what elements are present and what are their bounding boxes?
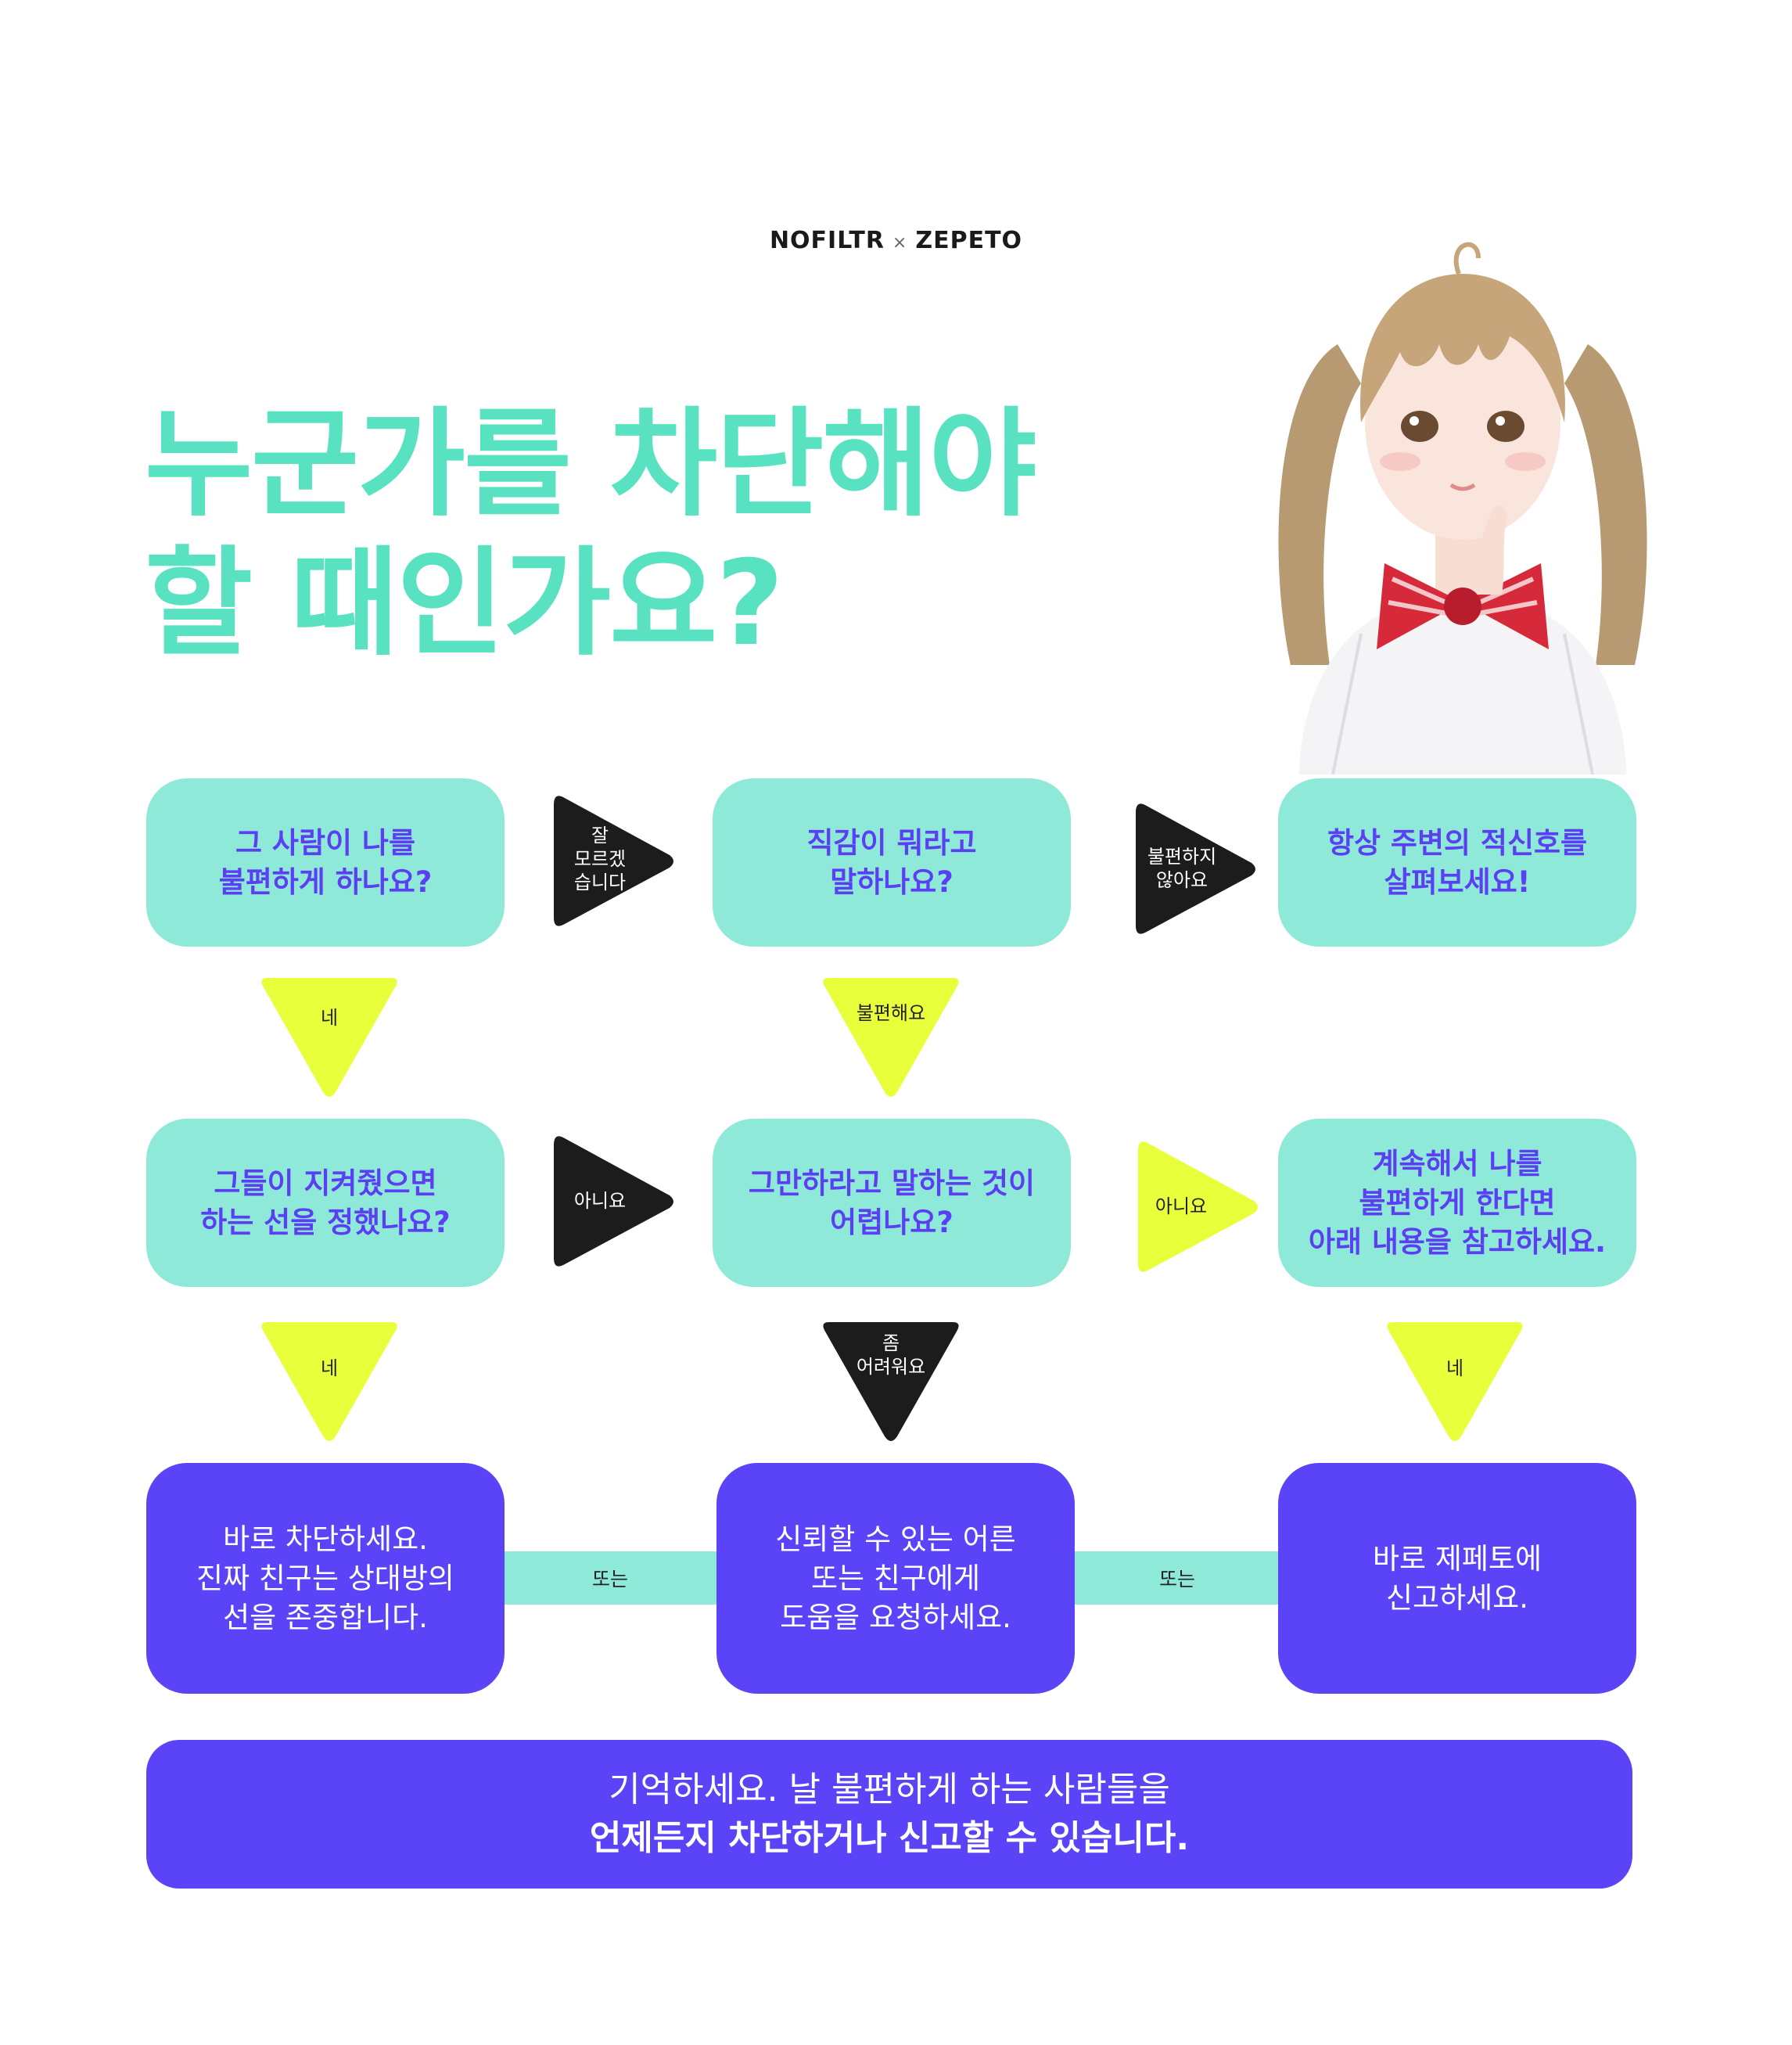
arrow-yes-3: 네 <box>1387 1322 1523 1443</box>
nofiltr-logo: NOFILTR <box>769 227 885 254</box>
arrow-bit-hard: 좀 어려워요 <box>823 1322 959 1443</box>
arrow-label-not-sure: 잘 모르겠 습니다 <box>573 825 627 893</box>
reminder-banner: 기억하세요. 날 불편하게 하는 사람들을 언제든지 차단하거나 신고할 수 있… <box>146 1740 1632 1889</box>
answer-block-now: 바로 차단하세요. 진짜 친구는 상대방의 선을 존중합니다. <box>146 1463 505 1694</box>
question-hard-to-say-stop: 그만하라고 말하는 것이 어렵나요? <box>713 1119 1071 1287</box>
question-red-flags: 항상 주변의 적신호를 살펴보세요! <box>1278 778 1636 947</box>
arrow-yes-1: 네 <box>261 978 397 1099</box>
connector-label-or-1: 또는 <box>591 1568 628 1590</box>
question-boundaries: 그들이 지켜줬으면 하는 선을 정했나요? <box>146 1119 505 1287</box>
question-bothered: 그 사람이 나를 불편하게 하나요? <box>146 778 505 947</box>
arrow-not-hard: 아니요 <box>1138 1138 1259 1275</box>
answer-ask-for-help: 신뢰할 수 있는 어른 또는 친구에게 도움을 요청하세요. <box>716 1463 1075 1694</box>
zepeto-logo: ZEPETO <box>915 227 1023 254</box>
reminder-line-1: 기억하세요. 날 불편하게 하는 사람들을 <box>609 1770 1170 1810</box>
arrow-label-uncomfortable: 불편해요 <box>856 1002 926 1024</box>
arrow-label-yes-3: 네 <box>1445 1357 1464 1379</box>
question-gut-feeling: 직감이 뭐라고 말하나요? <box>713 778 1071 947</box>
arrow-label-yes-1: 네 <box>320 1007 339 1029</box>
avatar-illustration <box>1278 242 1647 775</box>
arrow-no-boundaries: 아니요 <box>554 1133 675 1270</box>
arrow-uncomfortable: 불편해요 <box>823 978 959 1099</box>
reminder-line-2: 언제든지 차단하거나 신고할 수 있습니다. <box>589 1818 1190 1858</box>
arrow-label-bit-hard: 좀 어려워요 <box>856 1332 926 1378</box>
question-keeps-bothering: 계속해서 나를 불편하게 한다면 아래 내용을 참고하세요. <box>1278 1119 1636 1287</box>
title-line-2: 할 때인가요? <box>145 536 784 672</box>
arrow-not-uncomfortable: 불편하지 않아요 <box>1136 800 1257 937</box>
arrow-label-no-1: 아니요 <box>573 1190 627 1212</box>
connector-label-or-2: 또는 <box>1158 1568 1195 1590</box>
connector-or-2: 또는 <box>1068 1551 1287 1605</box>
title-line-1: 누군가를 차단해야 <box>145 397 1036 533</box>
arrow-label-no-2: 아니요 <box>1155 1195 1208 1217</box>
brand-logo: NOFILTR × ZEPETO <box>0 227 1792 254</box>
answer-report-zepeto: 바로 제페토에 신고하세요. <box>1278 1463 1636 1694</box>
arrow-not-sure: 잘 모르겠 습니다 <box>554 792 675 929</box>
arrow-label-not-uncomfortable: 불편하지 않아요 <box>1147 846 1217 891</box>
collab-separator: × <box>892 233 908 253</box>
arrow-yes-2: 네 <box>261 1322 397 1443</box>
connector-or-1: 또는 <box>501 1551 720 1605</box>
arrow-label-yes-2: 네 <box>320 1357 339 1379</box>
page-title: 누군가를 차단해야 할 때인가요? <box>145 395 1162 674</box>
